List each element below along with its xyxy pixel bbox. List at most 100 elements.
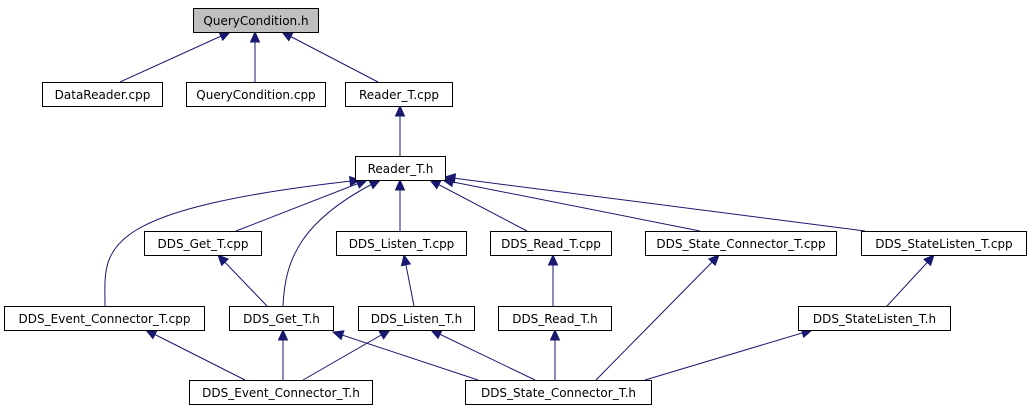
node-box <box>355 156 446 181</box>
edge-line <box>281 31 379 83</box>
node-label: DDS_StateListen_T.h <box>813 312 936 326</box>
node-box <box>336 231 467 256</box>
node-box <box>229 306 334 331</box>
node-label: DataReader.cpp <box>55 88 151 102</box>
edge-dds_listen_t_h-to-dds_listen_t_cpp <box>400 253 415 307</box>
node-box <box>490 231 612 256</box>
node-querycondition-cpp[interactable]: QueryCondition.cpp <box>186 82 326 107</box>
node-box <box>186 82 326 107</box>
node-label: QueryCondition.h <box>203 14 308 28</box>
node-box <box>144 231 262 256</box>
arrowhead-icon <box>218 31 232 42</box>
node-box <box>861 231 1027 256</box>
node-label: DDS_Read_T.cpp <box>501 237 601 251</box>
edge-line <box>235 179 368 232</box>
node-box <box>465 380 652 405</box>
edge-dds_get_t_h-to-dds_get_t_cpp <box>217 254 268 307</box>
node-label: DDS_Get_T.h <box>243 312 320 326</box>
node-dds-listen-t-h[interactable]: DDS_Listen_T.h <box>358 306 475 331</box>
arrowhead-icon <box>144 329 158 340</box>
node-dds-statelisten-t-h[interactable]: DDS_StateListen_T.h <box>798 306 951 331</box>
node-box <box>798 306 951 331</box>
edge-dds_statelisten_t_h-to-dds_statelisten_t_cpp <box>886 254 935 307</box>
arrowhead-icon <box>348 175 362 187</box>
edge-line <box>644 329 813 381</box>
node-dds-get-t-h[interactable]: DDS_Get_T.h <box>229 306 334 331</box>
edge-querycondition_cpp-to-querycondition_h <box>249 30 261 82</box>
node-dds-event-connector-t-h[interactable]: DDS_Event_Connector_T.h <box>189 380 373 405</box>
edge-dds_state_connector_t_h-to-dds_listen_t_h <box>429 329 536 381</box>
arrowhead-icon <box>428 179 442 190</box>
arrowhead-icon <box>249 30 261 43</box>
node-box <box>4 306 205 331</box>
edge-dds_state_connector_t_cpp-to-reader_t_h <box>441 176 701 232</box>
arrowhead-icon <box>707 254 720 267</box>
node-querycondition-h: QueryCondition.h <box>193 8 319 33</box>
edge-line <box>217 254 268 307</box>
edge-line <box>429 179 528 232</box>
node-dds-state-connector-t-cpp[interactable]: DDS_State_Connector_T.cpp <box>645 231 837 256</box>
arrowhead-icon <box>277 328 289 341</box>
node-dds-get-t-cpp[interactable]: DDS_Get_T.cpp <box>144 231 262 256</box>
edge-dds_state_connector_t_h-to-dds_state_connector_t_cpp <box>595 254 720 381</box>
node-dds-read-t-cpp[interactable]: DDS_Read_T.cpp <box>490 231 612 256</box>
node-label: DDS_Listen_T.cpp <box>349 237 455 251</box>
edge-dds_state_connector_t_h-to-dds_read_t_h <box>549 328 561 380</box>
edge-line <box>145 329 246 381</box>
edge-dds_event_connector_t_h-to-dds_get_t_h <box>277 328 289 380</box>
arrowhead-icon <box>217 254 230 267</box>
arrowhead-icon <box>923 254 935 267</box>
edge-line <box>282 179 381 307</box>
node-label: DDS_Read_T.h <box>512 312 598 326</box>
node-label: Reader_T.h <box>368 162 434 176</box>
edge-reader_t_h-to-reader_t_cpp <box>394 104 406 156</box>
arrowhead-icon <box>394 104 406 117</box>
arrowhead-icon <box>378 329 392 340</box>
edge-line <box>119 31 231 83</box>
node-dds-listen-t-cpp[interactable]: DDS_Listen_T.cpp <box>336 231 467 256</box>
edge-line <box>332 331 479 381</box>
node-label: DDS_Event_Connector_T.cpp <box>19 312 191 326</box>
edge-dds_listen_t_cpp-to-reader_t_h <box>394 178 406 231</box>
edge-line <box>104 179 361 307</box>
node-label: DDS_Event_Connector_T.h <box>202 386 360 400</box>
edge-line <box>444 176 866 232</box>
edge-datareader_cpp-to-querycondition_h <box>119 31 232 83</box>
node-box <box>345 82 453 107</box>
arrowhead-icon <box>368 179 382 190</box>
edge-dds_read_t_cpp-to-reader_t_h <box>428 179 528 232</box>
node-datareader-cpp[interactable]: DataReader.cpp <box>42 82 163 107</box>
arrowhead-icon <box>547 253 559 266</box>
node-reader-t-h[interactable]: Reader_T.h <box>355 156 446 181</box>
edge-dds_event_connector_t_h-to-dds_event_connector_t_cpp <box>144 329 246 381</box>
node-box <box>189 380 373 405</box>
node-box <box>498 306 612 331</box>
arrowhead-icon <box>429 329 443 340</box>
node-dds-read-t-h[interactable]: DDS_Read_T.h <box>498 306 612 331</box>
edge-line <box>886 254 935 307</box>
edge-dds_event_connector_t_h-to-dds_listen_t_h <box>302 329 392 381</box>
node-label: DDS_StateListen_T.cpp <box>875 237 1012 251</box>
node-label: DDS_Listen_T.h <box>371 312 462 326</box>
node-dds-event-connector-t-cpp[interactable]: DDS_Event_Connector_T.cpp <box>4 306 205 331</box>
node-box <box>645 231 837 256</box>
arrowhead-icon <box>331 330 345 341</box>
node-label: Reader_T.cpp <box>359 88 439 102</box>
edge-dds_statelisten_t_cpp-to-reader_t_h <box>443 173 866 232</box>
node-label: DDS_Get_T.cpp <box>157 237 248 251</box>
edge-line <box>430 329 536 381</box>
edge-line <box>302 329 391 381</box>
node-dds-statelisten-t-cpp[interactable]: DDS_StateListen_T.cpp <box>861 231 1027 256</box>
arrowhead-icon <box>549 328 561 341</box>
arrowhead-icon <box>394 178 406 191</box>
node-box <box>358 306 475 331</box>
node-label: DDS_State_Connector_T.h <box>481 386 636 400</box>
node-dds-state-connector-t-h[interactable]: DDS_State_Connector_T.h <box>465 380 652 405</box>
arrowhead-icon <box>443 173 457 184</box>
edge-dds_state_connector_t_h-to-dds_get_t_h <box>331 330 479 381</box>
node-reader-t-cpp[interactable]: Reader_T.cpp <box>345 82 453 107</box>
node-box <box>42 82 163 107</box>
edge-dds_event_connector_t_cpp-to-reader_t_h <box>104 175 362 307</box>
edge-dds_read_t_h-to-dds_read_t_cpp <box>547 253 559 306</box>
